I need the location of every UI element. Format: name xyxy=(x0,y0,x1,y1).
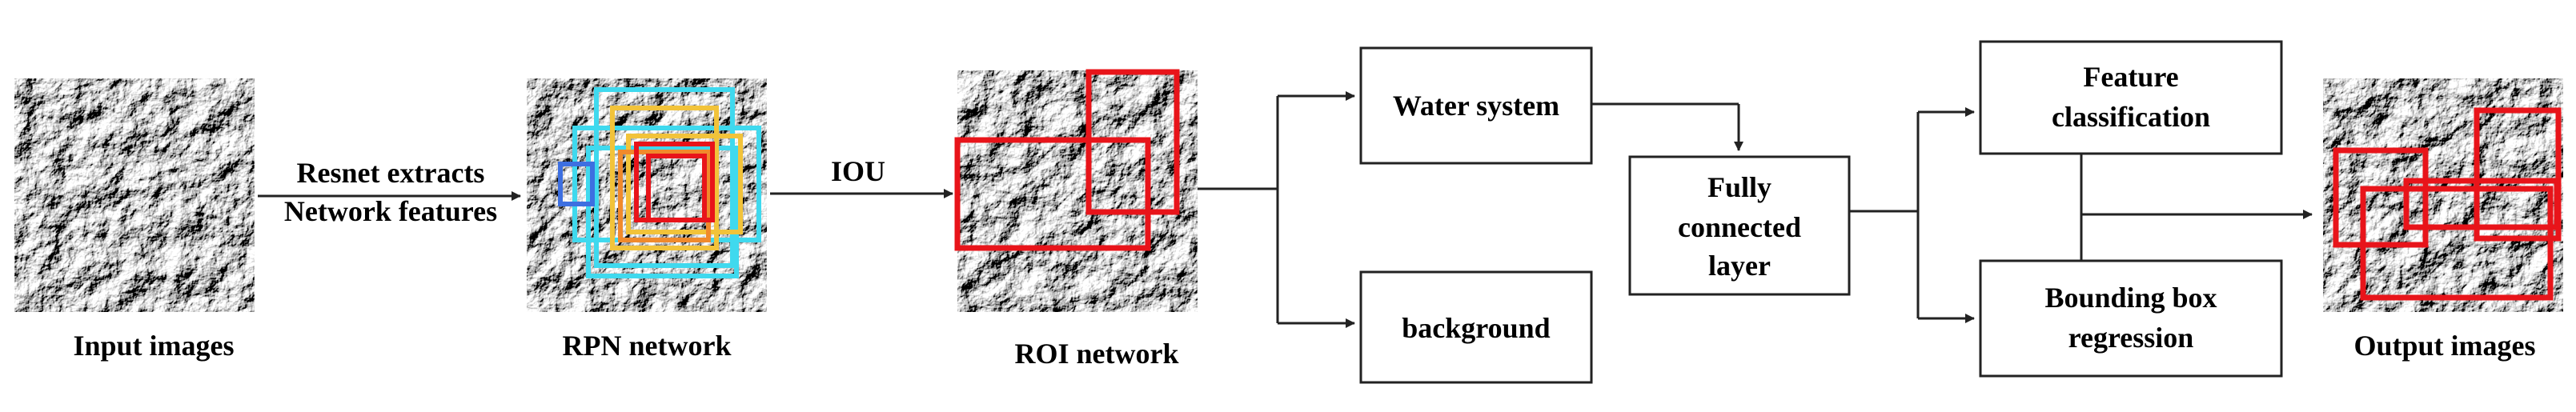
fc-label-line1: Fully xyxy=(1707,171,1772,203)
proposal-box xyxy=(586,146,739,278)
fc-split-connector xyxy=(1849,107,1975,323)
proposal-box xyxy=(610,106,719,250)
bbox-label-line1: Bounding box xyxy=(2044,282,2217,314)
background-label: background xyxy=(1402,312,1550,344)
proposal-box xyxy=(594,87,735,268)
proposal-box xyxy=(618,150,711,242)
iou-label: IOU xyxy=(831,155,885,187)
resnet-label-line1: Resnet extracts xyxy=(297,157,485,189)
output-box xyxy=(2403,178,2560,230)
merge-to-output-arrow xyxy=(2080,154,2313,261)
resnet-label-line2: Network features xyxy=(284,195,497,227)
feature-label-line2: classification xyxy=(2052,101,2210,133)
rpn-image xyxy=(527,78,767,312)
water-to-fc-arrow xyxy=(1591,102,1743,151)
output-image xyxy=(2323,78,2563,312)
output-box xyxy=(2333,147,2429,248)
background-box: background xyxy=(1359,270,1593,384)
water-system-label: Water system xyxy=(1393,90,1559,122)
input-images-label: Input images xyxy=(73,330,234,362)
roi-network-label: ROI network xyxy=(1015,338,1179,370)
proposal-box xyxy=(558,162,595,206)
bounding-box-regression-box: Bounding box regression xyxy=(1979,259,2283,378)
proposal-box xyxy=(626,134,743,234)
fully-connected-layer-box: Fully connected layer xyxy=(1628,155,1851,296)
output-box xyxy=(2360,186,2554,301)
roi-split-connector xyxy=(1198,91,1355,328)
fc-label-line3: layer xyxy=(1708,250,1771,282)
feature-label-line1: Feature xyxy=(2083,61,2178,93)
fc-label-line2: connected xyxy=(1678,211,1801,243)
roi-box xyxy=(954,137,1151,251)
output-images-label: Output images xyxy=(2353,330,2535,362)
rpn-network-label: RPN network xyxy=(563,330,732,362)
bbox-label-line2: regression xyxy=(2068,322,2194,354)
output-box xyxy=(2474,107,2562,242)
feature-classification-box: Feature classification xyxy=(1979,40,2283,155)
input-image xyxy=(14,78,255,312)
water-system-box: Water system xyxy=(1359,46,1593,165)
roi-image xyxy=(954,69,1198,312)
proposal-box xyxy=(646,154,707,222)
roi-box xyxy=(1085,69,1180,215)
